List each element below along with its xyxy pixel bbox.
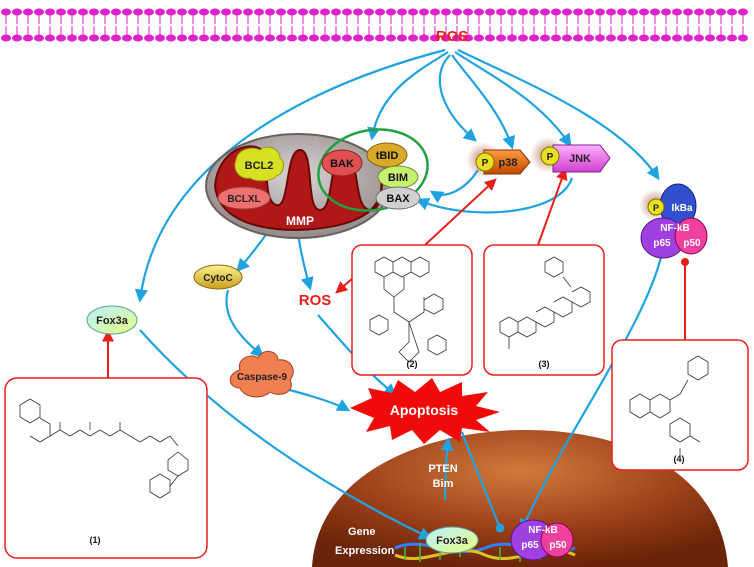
gene-label: Gene bbox=[348, 526, 376, 538]
p38-phospho-label: P bbox=[482, 158, 489, 169]
compound-2-structure bbox=[369, 256, 447, 363]
p65-top-label: p65 bbox=[653, 238, 671, 249]
ros-mid-label: ROS bbox=[299, 292, 332, 309]
nfkb-nuc-label: NF-kB bbox=[528, 525, 557, 536]
apoptosis-label: Apoptosis bbox=[390, 402, 459, 418]
nfkb-nucleus: NF-kB p65 p50 bbox=[510, 519, 574, 561]
p50-nuc-label: p50 bbox=[549, 540, 567, 551]
bim-label: BIM bbox=[388, 172, 408, 184]
compound-1-label: (1) bbox=[90, 535, 101, 545]
expression-label: Expression bbox=[335, 545, 395, 557]
fox3a-nucleus: Fox3a bbox=[425, 526, 479, 554]
jnk-phospho-label: P bbox=[547, 152, 554, 163]
cytoc-label: CytoC bbox=[203, 273, 232, 284]
jnk-label: JNK bbox=[569, 153, 591, 165]
p65-nuc-label: p65 bbox=[521, 540, 539, 551]
p50-top-label: p50 bbox=[683, 238, 701, 249]
compound-1-structure bbox=[19, 398, 189, 499]
ikba-nfkb-complex: IkBa P NF-kB p65 p50 bbox=[639, 183, 708, 259]
tbid-label: tBID bbox=[376, 150, 399, 162]
ikba-phospho-label: P bbox=[653, 203, 659, 213]
compound-4-box: (4) bbox=[611, 339, 749, 471]
compound-3-label: (3) bbox=[539, 359, 550, 369]
ikba-label: IkBa bbox=[671, 203, 693, 214]
pten-label: PTEN bbox=[428, 463, 457, 475]
bcl2-protein: BCL2 bbox=[234, 146, 284, 182]
fox3a-nucleus-label: Fox3a bbox=[436, 535, 469, 547]
cytochrome-c: CytoC bbox=[193, 264, 243, 290]
bclxl-label: BCLXL bbox=[227, 194, 260, 205]
fox3a-cytoplasm: Fox3a bbox=[86, 305, 138, 335]
compound-4-label: (4) bbox=[674, 454, 685, 464]
compound-3-structure bbox=[499, 256, 591, 349]
nfkb-top-label: NF-kB bbox=[660, 223, 689, 234]
fox3a-left-label: Fox3a bbox=[96, 315, 129, 327]
compound-4-structure bbox=[629, 355, 709, 458]
jnk-kinase: JNK P bbox=[530, 137, 611, 173]
compound-3-box: (3) bbox=[483, 244, 605, 376]
caspase-9: Caspase-9 bbox=[229, 351, 294, 398]
caspase9-label: Caspase-9 bbox=[237, 372, 287, 383]
compound-1-box: (1) bbox=[4, 377, 208, 559]
p38-label: p38 bbox=[499, 157, 518, 169]
activation-arrows bbox=[134, 48, 665, 540]
bim-nucleus-label: Bim bbox=[433, 478, 454, 490]
p38-kinase: p38 P bbox=[466, 142, 531, 178]
mmp-label: MMP bbox=[286, 214, 314, 228]
bcl2-label: BCL2 bbox=[245, 160, 274, 172]
bax-label: BAX bbox=[386, 193, 410, 205]
bclxl-protein: BCLXL bbox=[217, 186, 271, 210]
compound-2-label: (2) bbox=[407, 359, 418, 369]
compound-2-box: (2) bbox=[351, 244, 473, 376]
bh3-protein-cluster: BAK tBID BIM BAX bbox=[317, 128, 429, 212]
ros-top-label: ROS bbox=[436, 28, 469, 45]
cell-membrane bbox=[1, 8, 748, 42]
apoptosis-burst: Apoptosis bbox=[350, 378, 500, 444]
bak-label: BAK bbox=[330, 158, 354, 170]
